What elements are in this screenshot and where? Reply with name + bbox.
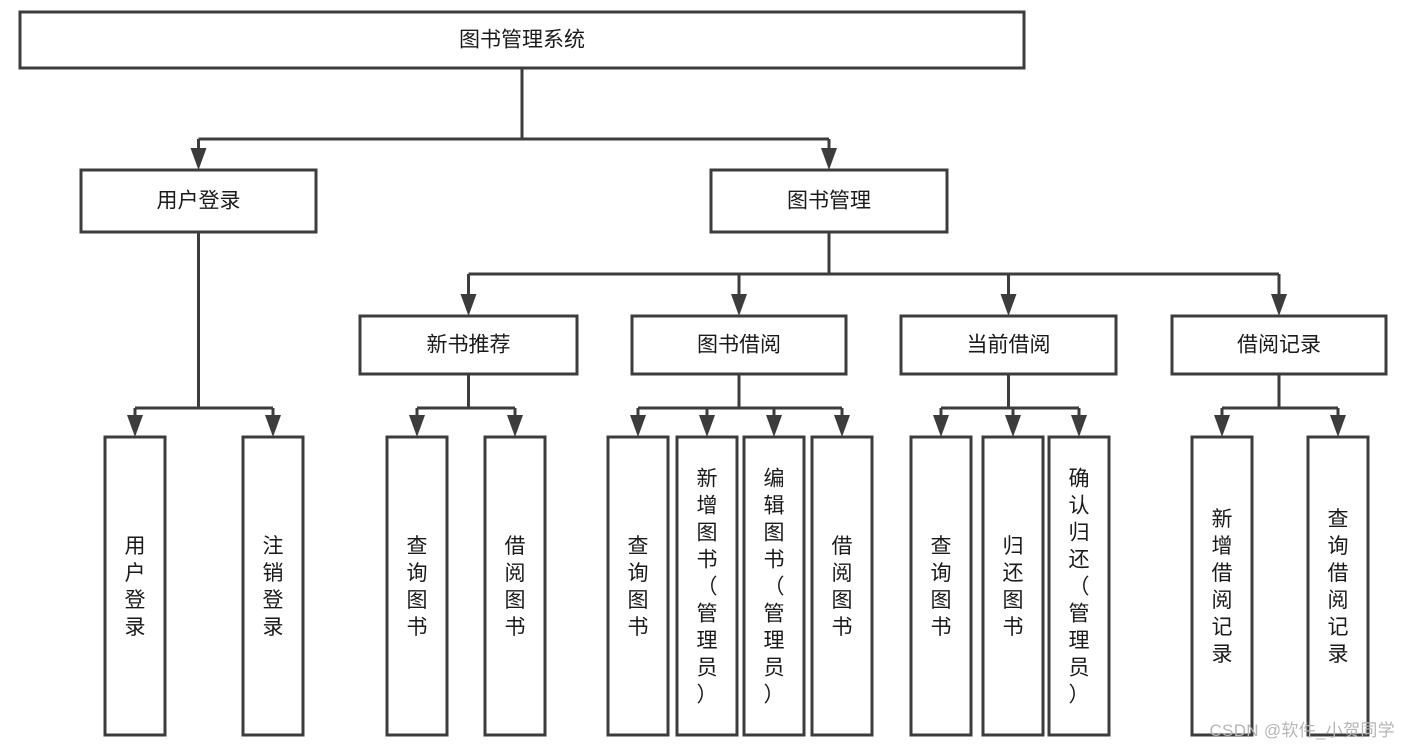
node-label-root: 图书管理系统 [459, 29, 585, 52]
node-box-root[interactable] [18, 10, 1026, 70]
node-layer: 图书管理系统用户登录图书管理新书推荐图书借阅当前借阅借阅记录用户登录注销登录查询… [18, 10, 1388, 737]
node-label-leaf-cur-1: 查询图书 [931, 535, 952, 639]
node-leaf-rec-2[interactable]: 查询借阅记录 [1306, 435, 1370, 737]
node-label-leaf-rec-1: 新增借阅记录 [1212, 508, 1233, 666]
node-leaf-cur-1[interactable]: 查询图书 [909, 435, 973, 737]
node-label-borrow: 图书借阅 [697, 334, 781, 357]
node-box-leaf-borrow-4[interactable] [810, 435, 874, 737]
node-label-leaf-borrow-1: 查询图书 [628, 535, 649, 639]
node-box-leaf-borrow-3[interactable] [742, 435, 806, 737]
node-login[interactable]: 用户登录 [79, 168, 318, 234]
node-box-leaf-new-2[interactable] [483, 435, 547, 737]
arrow-head-icon-leaf-rec-2 [1330, 415, 1346, 437]
arrow-head-icon-newbook [460, 294, 477, 316]
node-leaf-login-1[interactable]: 用户登录 [103, 435, 167, 737]
node-label-bookmgmt: 图书管理 [787, 190, 871, 213]
arrow-head-icon-bookmgmt [821, 148, 837, 170]
connector-group-newbook [409, 374, 523, 437]
node-label-record: 借阅记录 [1237, 334, 1321, 357]
node-label-login: 用户登录 [157, 190, 241, 213]
connector-group-root [190, 68, 837, 170]
node-box-record[interactable] [1170, 314, 1388, 376]
node-label-leaf-cur-3: 确认归还（管理员） [1069, 468, 1090, 707]
node-label-leaf-borrow-3: 编辑图书（管理员） [764, 468, 785, 707]
node-label-newbook: 新书推荐 [427, 334, 511, 357]
node-box-newbook[interactable] [358, 314, 579, 376]
node-box-leaf-cur-1[interactable] [909, 435, 973, 737]
connector-group-login [127, 232, 281, 437]
node-label-leaf-login-1: 用户登录 [125, 535, 146, 639]
arrow-head-icon-borrow [731, 294, 747, 316]
arrow-head-icon-leaf-login-2 [265, 415, 281, 437]
node-record[interactable]: 借阅记录 [1170, 314, 1388, 376]
node-leaf-borrow-4[interactable]: 借阅图书 [810, 435, 874, 737]
watermark-label: CSDN @软件_小贺同学 [1209, 721, 1395, 740]
connector-group-current [933, 374, 1087, 437]
node-label-leaf-cur-2: 归还图书 [1003, 535, 1024, 639]
node-box-leaf-login-1[interactable] [103, 435, 167, 737]
node-leaf-borrow-1[interactable]: 查询图书 [606, 435, 670, 737]
node-box-leaf-login-2[interactable] [241, 435, 305, 737]
arrow-head-icon-leaf-borrow-1 [630, 415, 646, 437]
arrow-head-icon-leaf-new-1 [409, 415, 425, 437]
node-box-leaf-rec-1[interactable] [1190, 435, 1254, 737]
node-box-login[interactable] [79, 168, 318, 234]
connector-group-borrow [630, 374, 850, 437]
arrow-head-icon-leaf-cur-2 [1005, 415, 1021, 437]
arrow-head-icon-leaf-borrow-4 [834, 415, 850, 437]
node-label-leaf-borrow-2: 新增图书（管理员） [697, 468, 718, 707]
node-borrow[interactable]: 图书借阅 [630, 314, 848, 376]
node-box-leaf-borrow-2[interactable] [675, 435, 739, 737]
node-box-leaf-borrow-1[interactable] [606, 435, 670, 737]
node-root[interactable]: 图书管理系统 [18, 10, 1026, 70]
node-bookmgmt[interactable]: 图书管理 [709, 168, 949, 234]
node-label-current: 当前借阅 [967, 334, 1051, 357]
node-leaf-borrow-3[interactable]: 编辑图书（管理员） [742, 435, 806, 737]
arrow-head-icon-login [190, 148, 207, 170]
node-leaf-cur-3[interactable]: 确认归还（管理员） [1047, 435, 1111, 737]
node-box-leaf-rec-2[interactable] [1306, 435, 1370, 737]
arrow-head-icon-leaf-cur-1 [933, 415, 949, 437]
connector-layer [127, 68, 1346, 437]
arrow-head-icon-record [1271, 294, 1287, 316]
node-leaf-borrow-2[interactable]: 新增图书（管理员） [675, 435, 739, 737]
arrow-head-icon-current [1000, 294, 1017, 316]
node-leaf-cur-2[interactable]: 归还图书 [981, 435, 1045, 737]
node-current[interactable]: 当前借阅 [899, 314, 1118, 376]
node-label-leaf-login-2: 注销登录 [263, 535, 284, 639]
node-box-leaf-cur-3[interactable] [1047, 435, 1111, 737]
node-box-bookmgmt[interactable] [709, 168, 949, 234]
arrow-head-icon-leaf-login-1 [127, 415, 143, 437]
node-box-leaf-new-1[interactable] [385, 435, 449, 737]
arrow-head-icon-leaf-borrow-2 [699, 415, 715, 437]
arrow-head-icon-leaf-rec-1 [1214, 415, 1230, 437]
node-box-leaf-cur-2[interactable] [981, 435, 1045, 737]
node-label-leaf-rec-2: 查询借阅记录 [1328, 508, 1349, 666]
node-newbook[interactable]: 新书推荐 [358, 314, 579, 376]
node-leaf-rec-1[interactable]: 新增借阅记录 [1190, 435, 1254, 737]
node-box-borrow[interactable] [630, 314, 848, 376]
connector-group-bookmgmt [460, 232, 1287, 316]
node-box-current[interactable] [899, 314, 1118, 376]
arrow-head-icon-leaf-cur-3 [1071, 415, 1087, 437]
connector-group-record [1214, 374, 1346, 437]
node-leaf-login-2[interactable]: 注销登录 [241, 435, 305, 737]
node-label-leaf-new-2: 借阅图书 [505, 535, 526, 639]
arrow-head-icon-leaf-new-2 [507, 415, 523, 437]
arrow-head-icon-leaf-borrow-3 [766, 415, 782, 437]
node-leaf-new-1[interactable]: 查询图书 [385, 435, 449, 737]
node-label-leaf-borrow-4: 借阅图书 [832, 535, 853, 639]
node-leaf-new-2[interactable]: 借阅图书 [483, 435, 547, 737]
node-label-leaf-new-1: 查询图书 [407, 535, 428, 639]
